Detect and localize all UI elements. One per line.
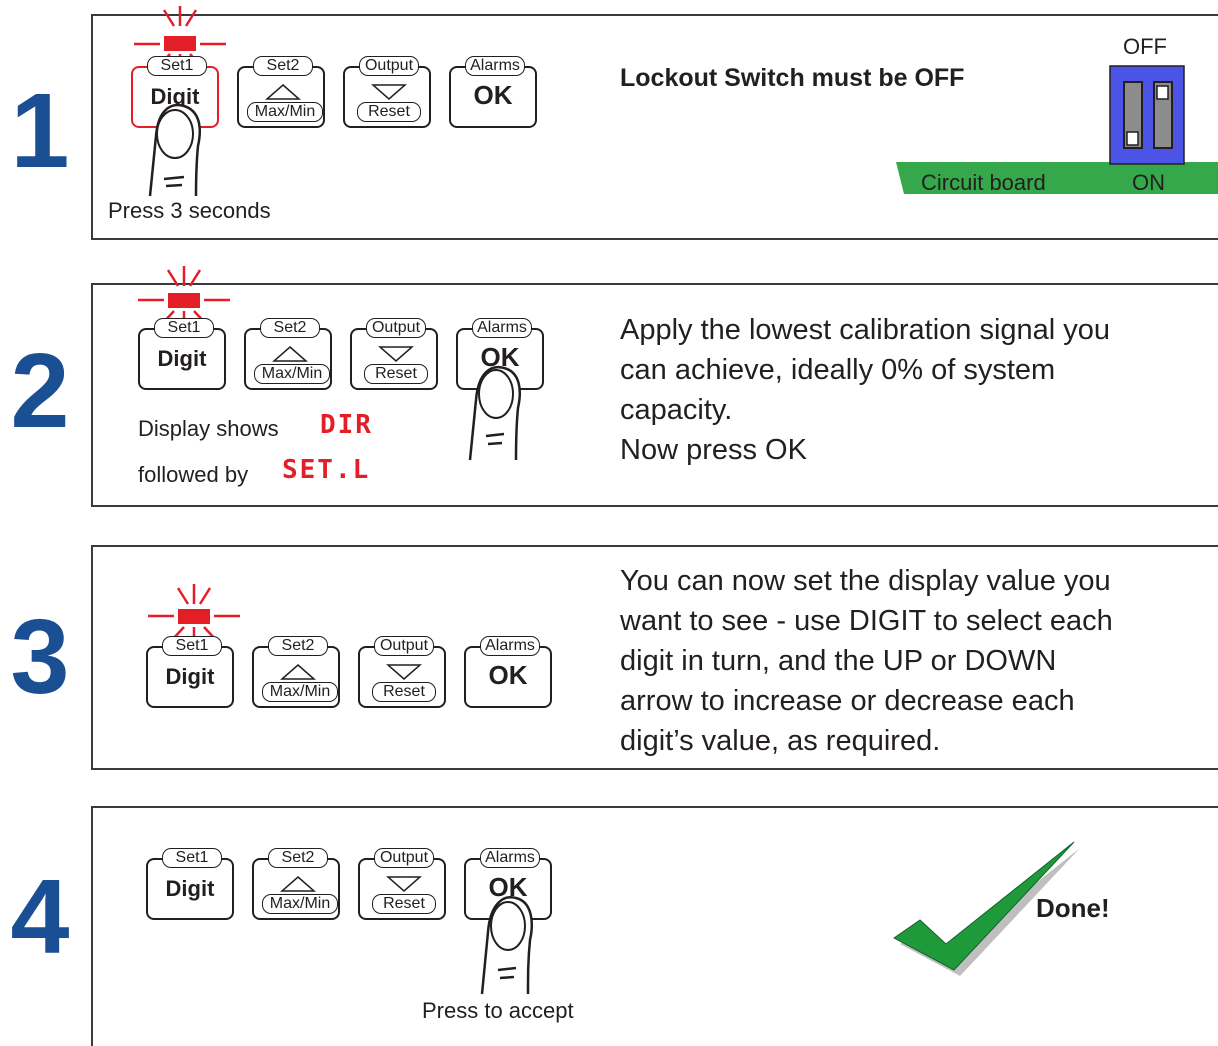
followed-by-label: followed by — [138, 462, 249, 487]
output-label: Output — [366, 318, 426, 338]
instruction-line: digit in turn, and the UP or DOWN — [620, 645, 1057, 677]
output-label: Output — [359, 56, 419, 76]
set1-label: Set1 — [162, 636, 222, 656]
step-number-1: 1 — [10, 72, 70, 190]
instruction-line: Now press OK — [620, 434, 807, 466]
up-key[interactable]: Set2 Max/Min — [252, 848, 340, 920]
up-arrow-icon — [265, 84, 301, 100]
maxmin-label: Max/Min — [262, 682, 338, 702]
lockout-dip-switch-icon — [896, 65, 1218, 194]
step-1-panel — [91, 14, 1218, 240]
down-key[interactable]: Output Reset — [343, 56, 431, 128]
instruction-line: arrow to increase or decrease each — [620, 685, 1075, 717]
step-number-3: 3 — [10, 598, 70, 716]
maxmin-label: Max/Min — [262, 894, 338, 914]
up-arrow-icon — [280, 876, 316, 892]
display-shows-label: Display shows — [138, 416, 279, 441]
step-number-4: 4 — [10, 858, 70, 976]
down-key[interactable]: Output Reset — [358, 636, 446, 708]
digit-key[interactable]: Set1 Digit — [146, 636, 234, 708]
up-arrow-icon — [272, 346, 308, 362]
step-4-panel — [91, 806, 1218, 1046]
step-3-panel — [91, 545, 1218, 770]
set2-label: Set2 — [268, 636, 328, 656]
up-key[interactable]: Set2 Max/Min — [252, 636, 340, 708]
step-number-2: 2 — [10, 332, 70, 450]
output-label: Output — [374, 636, 434, 656]
reset-label: Reset — [372, 894, 436, 914]
step-2-instructions: Apply the lowest calibration signal you … — [620, 310, 1110, 470]
alarms-label: Alarms — [465, 56, 525, 76]
instruction-line: You can now set the display value you — [620, 565, 1111, 597]
press-note-1: Press 3 seconds — [108, 198, 271, 223]
ok-label: OK — [488, 660, 528, 690]
ok-key[interactable]: Alarms OK — [464, 848, 552, 920]
reset-label: Reset — [357, 102, 421, 122]
pressing-finger-icon — [148, 103, 201, 197]
maxmin-label: Max/Min — [247, 102, 323, 122]
ok-key[interactable]: Alarms OK — [449, 56, 537, 128]
digit-label: Digit — [165, 876, 215, 901]
ok-key[interactable]: Alarms OK — [464, 636, 552, 708]
up-key[interactable]: Set2 Max/Min — [237, 56, 325, 128]
alarms-label: Alarms — [480, 636, 540, 656]
step-3-instructions: You can now set the display value you wa… — [620, 561, 1113, 761]
pressing-finger-icon — [480, 896, 533, 995]
digit-key[interactable]: Set1 Digit — [146, 848, 234, 920]
instruction-line: capacity. — [620, 394, 733, 426]
maxmin-label: Max/Min — [254, 364, 330, 384]
pressing-finger-icon — [468, 365, 521, 461]
down-arrow-icon — [371, 84, 407, 100]
set2-label: Set2 — [260, 318, 320, 338]
circuit-board-label: Circuit board — [921, 170, 1046, 195]
down-arrow-icon — [386, 664, 422, 680]
done-label: Done! — [1036, 893, 1110, 923]
set2-label: Set2 — [268, 848, 328, 868]
alarms-label: Alarms — [480, 848, 540, 868]
instruction-line: Apply the lowest calibration signal you — [620, 314, 1111, 346]
digit-label: Digit — [157, 346, 207, 371]
display-code-setl: SET.L — [282, 455, 371, 485]
step-2-panel — [91, 283, 1218, 507]
up-key[interactable]: Set2 Max/Min — [244, 318, 332, 390]
output-label: Output — [374, 848, 434, 868]
down-key[interactable]: Output Reset — [350, 318, 438, 390]
set1-label: Set1 — [162, 848, 222, 868]
set1-label: Set1 — [154, 318, 214, 338]
reset-label: Reset — [364, 364, 428, 384]
step-1-heading: Lockout Switch must be OFF — [620, 64, 965, 92]
set1-label: Set1 — [147, 56, 207, 76]
instruction-line: can achieve, ideally 0% of system — [620, 354, 1056, 386]
checkmark-icon — [893, 841, 1080, 976]
switch-on-label: ON — [1132, 170, 1165, 195]
instruction-line: want to see - use DIGIT to select each — [620, 605, 1113, 637]
switch-off-label: OFF — [1123, 34, 1167, 59]
reset-label: Reset — [372, 682, 436, 702]
digit-key[interactable]: Set1 Digit — [138, 318, 226, 390]
down-arrow-icon — [386, 876, 422, 892]
down-key[interactable]: Output Reset — [358, 848, 446, 920]
press-note-4: Press to accept — [422, 998, 574, 1023]
display-code-dir: DIR — [320, 410, 373, 440]
instruction-line: digit’s value, as required. — [620, 725, 941, 757]
digit-label: Digit — [165, 664, 215, 689]
alarms-label: Alarms — [472, 318, 532, 338]
down-arrow-icon — [378, 346, 414, 362]
ok-label: OK — [473, 80, 513, 110]
up-arrow-icon — [280, 664, 316, 680]
set2-label: Set2 — [253, 56, 313, 76]
